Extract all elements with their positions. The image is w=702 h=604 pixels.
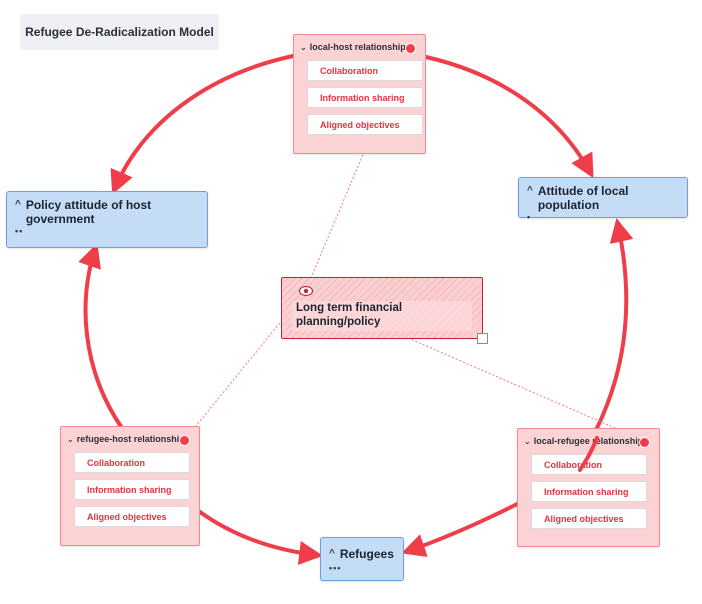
item-information-sharing[interactable]: Information sharing [74, 479, 190, 500]
relationship-refugee-host-label: refugee-host relationship [76, 434, 185, 444]
connector-handle[interactable] [179, 435, 190, 446]
item-collaboration[interactable]: Collaboration [307, 60, 423, 81]
relationship-local-host-label: local-host relationship [309, 42, 406, 52]
chevron-down-icon[interactable]: ⌄ [67, 434, 74, 444]
relationship-local-host[interactable]: ⌄ local-host relationship Collaboration … [293, 34, 426, 154]
central-node-label: Long term financial planning/policy [296, 302, 403, 328]
item-aligned-objectives[interactable]: Aligned objectives [531, 508, 647, 529]
relationship-local-refugee-label: local-refugee relationship [533, 436, 644, 446]
connector-handle[interactable] [639, 437, 650, 448]
item-information-sharing[interactable]: Information sharing [531, 481, 647, 502]
link-central-to-localrefugee[interactable] [407, 337, 646, 442]
resize-handle[interactable] [477, 333, 488, 344]
item-collaboration[interactable]: Collaboration [531, 454, 647, 475]
relationship-local-refugee[interactable]: ⌄ local-refugee relationship Collaborati… [517, 428, 660, 547]
eye-icon[interactable] [299, 285, 313, 297]
chevron-up-icon[interactable]: ^ [329, 548, 335, 559]
arrow-refugeehost-to-refugees[interactable] [198, 510, 324, 565]
entity-attitude-label: Attitude of local population [537, 184, 629, 212]
entity-refugees[interactable]: ^ Refugees ••• [320, 537, 404, 581]
entity-policy-label: Policy attitude of host government [25, 198, 152, 226]
arrow-localrefugee-to-attitude[interactable] [595, 217, 634, 430]
connector-handle[interactable] [405, 43, 416, 54]
item-aligned-objectives[interactable]: Aligned objectives [307, 114, 423, 135]
item-collaboration[interactable]: Collaboration [74, 452, 190, 473]
link-central-to-refugeehost[interactable] [186, 291, 306, 438]
arrow-localhost-to-policy[interactable] [110, 54, 295, 195]
entity-refugees-dots[interactable]: ••• [329, 563, 342, 573]
chevron-down-icon[interactable]: ⌄ [300, 42, 307, 52]
entity-attitude-dots[interactable]: • [527, 212, 532, 222]
arrow-localhost-to-attitude[interactable] [424, 55, 594, 179]
central-node-financial-planning[interactable]: Long term financial planning/policy [281, 277, 488, 344]
chevron-down-icon[interactable]: ⌄ [524, 436, 531, 446]
entity-policy-attitude[interactable]: ^ Policy attitude of host government •• [6, 191, 208, 248]
chevron-up-icon[interactable]: ^ [15, 199, 21, 210]
item-aligned-objectives[interactable]: Aligned objectives [74, 506, 190, 527]
chevron-up-icon[interactable]: ^ [527, 185, 533, 196]
arrow-refugeehost-to-policy[interactable] [78, 243, 124, 430]
entity-policy-dots[interactable]: •• [15, 226, 24, 236]
entity-attitude-local[interactable]: ^ Attitude of local population • [518, 177, 688, 222]
relationship-refugee-host[interactable]: ⌄ refugee-host relationship Collaboratio… [60, 426, 200, 546]
entity-refugees-label: Refugees [339, 547, 394, 561]
model-title[interactable]: Refugee De-Radicalization Model [20, 14, 219, 50]
item-information-sharing[interactable]: Information sharing [307, 87, 423, 108]
central-node-highlight [292, 301, 472, 331]
